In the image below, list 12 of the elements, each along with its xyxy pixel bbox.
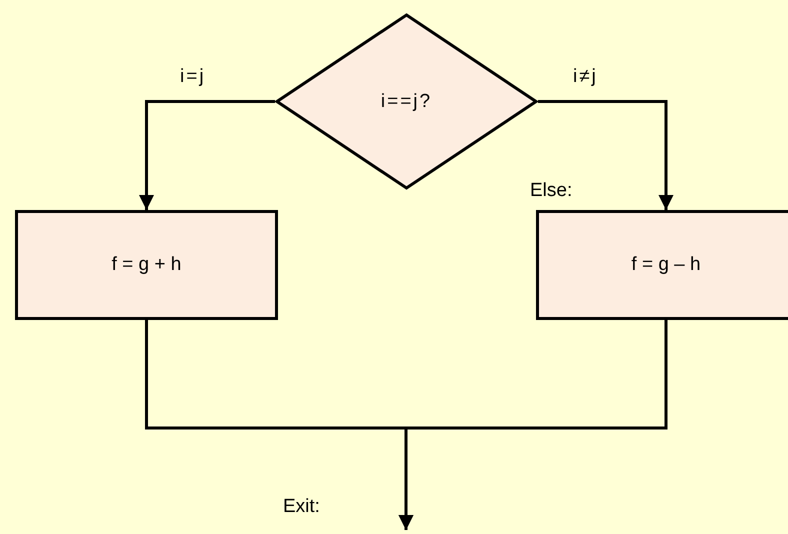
arrow: [538, 100, 674, 210]
arrow: [139, 100, 275, 210]
else-label: Else:: [530, 180, 572, 202]
process-box: [536, 210, 788, 320]
node-label: i==j?: [380, 90, 432, 112]
edge-label: i≠j: [573, 66, 598, 88]
exit-label: Exit:: [283, 496, 320, 518]
arrow: [398, 320, 668, 530]
node-label: f = g + h: [112, 254, 182, 276]
process-box: [15, 210, 278, 320]
edge-label: i=j: [180, 66, 206, 88]
node-label: f = g – h: [631, 254, 701, 276]
